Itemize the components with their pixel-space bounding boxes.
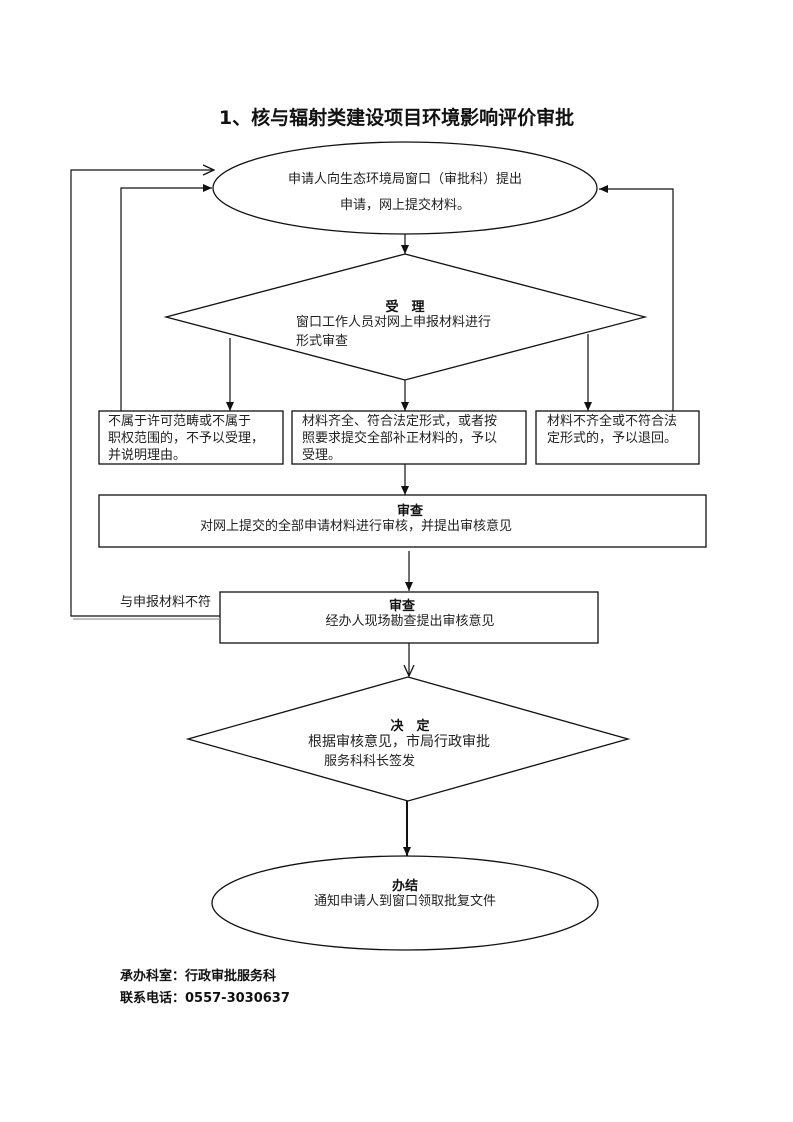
review2-line1: 经办人现场勘查提出审核意见 <box>325 614 495 629</box>
mismatch-label: 与申报材料不符 <box>120 595 212 610</box>
decision-line2: 服务科科长签发 <box>324 754 416 769</box>
accept-node-text: 窗口工作人员对网上申报材料进行 形式审查 <box>296 313 536 351</box>
done-line1: 通知申请人到窗口领取批复文件 <box>313 894 496 909</box>
review2-heading: 审查 <box>388 599 415 614</box>
review1-line1: 对网上提交的全部申请材料进行审核，并提出审核意见 <box>200 519 513 534</box>
accepted-line2: 照要求提交全部补正材料的，予以 <box>302 431 498 446</box>
apply-node-text: 申请人向生态环境局窗口（审批科）提出 申请，网上提交材料。 <box>250 167 560 219</box>
review1-box <box>98 494 707 548</box>
returned-text: 材料不齐全或不符合法 定形式的，予以退回。 <box>547 413 697 447</box>
review1-heading: 审查 <box>396 504 423 519</box>
done-ellipse <box>211 855 599 951</box>
review2-box <box>219 591 599 644</box>
accepted-text: 材料齐全、符合法定形式，或者按 照要求提交全部补正材料的，予以 受理。 <box>302 413 524 464</box>
footer-office: 承办科室：行政审批服务科 <box>120 969 277 984</box>
loop-returned-to-apply <box>599 185 674 411</box>
returned-box <box>535 410 700 465</box>
accept-line2: 形式审查 <box>296 334 349 349</box>
returned-line2: 定形式的，予以退回。 <box>547 431 678 446</box>
done-heading: 办结 <box>391 879 418 894</box>
reject-scope-line1: 不属于许可范畴或不属于 <box>108 414 252 429</box>
reject-scope-box <box>98 410 284 465</box>
accept-heading: 受 理 <box>385 300 425 315</box>
accepted-line3: 受理。 <box>302 448 342 463</box>
accept-line1: 窗口工作人员对网上申报材料进行 <box>296 315 492 330</box>
reject-scope-text: 不属于许可范畴或不属于 职权范围的，不予以受理， 并说明理由。 <box>108 413 283 464</box>
accepted-box <box>291 410 527 465</box>
decision-line1: 根据审核意见，市局行政审批 <box>308 734 490 750</box>
accepted-line1: 材料齐全、符合法定形式，或者按 <box>302 414 498 429</box>
apply-line1: 申请人向生态环境局窗口（审批科）提出 <box>287 172 522 187</box>
returned-line1: 材料不齐全或不符合法 <box>547 414 678 429</box>
loop-reject-scope-to-apply <box>120 184 212 411</box>
footer-phone: 联系电话：0557-3030637 <box>120 991 290 1006</box>
page-title: 1、核与辐射类建设项目环境影响评价审批 <box>218 107 575 129</box>
loop-mismatch-to-apply <box>70 170 220 617</box>
decision-heading: 决 定 <box>390 719 430 734</box>
reject-scope-line2: 职权范围的，不予以受理， <box>108 431 265 446</box>
reject-scope-line3: 并说明理由。 <box>108 448 187 463</box>
apply-line2: 申请，网上提交材料。 <box>339 198 470 213</box>
